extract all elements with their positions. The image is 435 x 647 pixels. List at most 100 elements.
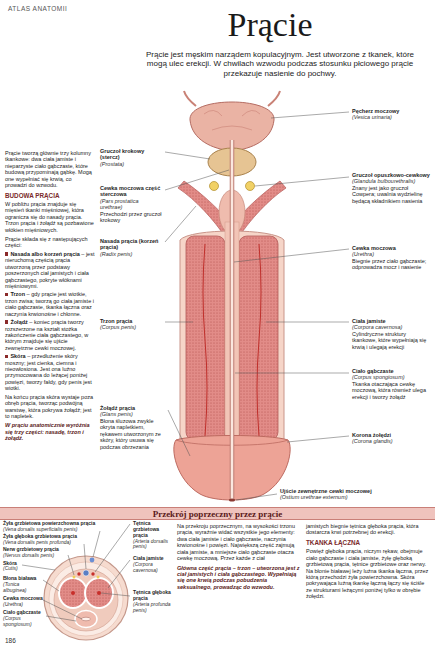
running-head-group: ATLAS ANATOMII bbox=[8, 5, 158, 13]
loose-connective-tissue bbox=[49, 562, 123, 636]
urethra-section bbox=[82, 617, 91, 621]
part-description: Cylindryczne struktury tkankowe, które w… bbox=[352, 331, 432, 350]
bullet-item: Nasada albo korzeń prącia– jest nierucho… bbox=[5, 251, 95, 290]
body-paragraph: Prącie tworzą głównie trzy kolumny tkank… bbox=[5, 150, 95, 189]
latin-name: (Prostata) bbox=[100, 161, 162, 167]
section-band: Przekrój poprzeczny przez prącie bbox=[0, 507, 435, 520]
latin-name: (Cutis) bbox=[3, 566, 45, 572]
bladder-folds bbox=[204, 110, 260, 130]
deep-artery-section bbox=[97, 591, 101, 595]
bullet-term: Nasada albo korzeń prącia bbox=[10, 251, 79, 257]
latin-name: (Arteria dorsalis penis) bbox=[133, 539, 175, 551]
body-paragraph: Na końcu prącia skóra wystaje poza obręb… bbox=[5, 394, 95, 420]
leader-lines bbox=[165, 112, 349, 500]
latin-name: (Corona glandis) bbox=[352, 438, 432, 444]
part-description: Znany jest jako gruczoł Cowpera; uwalnia… bbox=[352, 185, 432, 204]
latin-name: (Arteria profunda penis) bbox=[133, 602, 175, 614]
callout: Tętnica głęboka prącia(Arteria profunda … bbox=[133, 590, 175, 613]
dorsal-nerve bbox=[73, 576, 76, 579]
body-paragraph: Powięź głęboka prącia, niczym rękaw, obe… bbox=[306, 548, 430, 599]
summary-note: Główna część prącia – trzon – utworzona … bbox=[177, 565, 300, 591]
latin-name: (Tunica albuginea) bbox=[3, 582, 43, 594]
callout: Skóra(Cutis) bbox=[3, 561, 45, 573]
corpus-cavernosum-section bbox=[59, 578, 87, 608]
latin-name: (Glans penis) bbox=[100, 411, 165, 417]
superficial-dorsal-vein bbox=[90, 558, 95, 563]
callout: Tętnica grzbietowa prącia(Arteria dorsal… bbox=[133, 521, 175, 550]
part-name: Ciało gąbczaste bbox=[352, 368, 432, 374]
latin-name: (Vena dorsalis superficialis penis) bbox=[3, 527, 123, 533]
part-description: Tkanka otaczająca cewkę moczową, która r… bbox=[352, 381, 432, 400]
deep-artery bbox=[257, 244, 261, 436]
corpus-cavernosum bbox=[186, 236, 225, 440]
dorsal-artery bbox=[77, 572, 80, 575]
part-name: Ciała jamiste bbox=[352, 318, 432, 324]
section-heading: TKANKA ŁĄCZNA bbox=[306, 539, 430, 546]
text-column: jamistych biegnie tętnica głęboka prącia… bbox=[306, 523, 430, 602]
corpus-cavernosum-section bbox=[85, 578, 113, 608]
corpus-cavernosum bbox=[239, 236, 278, 440]
part-description: Przechodzi przez gruczoł krokowy bbox=[100, 211, 162, 224]
callout: Żołądź prącia(Glans penis)Błona śluzowa … bbox=[100, 405, 165, 450]
bullet-term: Trzon bbox=[10, 291, 25, 297]
bullet-item: Trzon– gdy prącie jest wiotkie, trzon zw… bbox=[5, 291, 95, 317]
section-heading: BUDOWA PRĄCIA bbox=[5, 192, 95, 199]
part-name: Gruczoł krokowy (stercz) bbox=[100, 148, 162, 161]
intro-text: Prącie jest męskim narządem kopulacyjnym… bbox=[135, 50, 425, 78]
band-title: Przekrój poprzeczny przez prącie bbox=[153, 509, 283, 519]
part-name: Cewka moczowa bbox=[352, 245, 432, 251]
latin-name: (Nervus dorsalis penis) bbox=[3, 553, 69, 559]
callout: Cewka moczowa(Urethra) bbox=[3, 596, 43, 608]
part-name: Tętnica grzbietowa prącia bbox=[133, 521, 175, 539]
page-title: Prącie bbox=[170, 6, 370, 44]
summary-note: W prąciu anatomicznie wyróżnia się trzy … bbox=[5, 422, 95, 441]
callout: Nasada prącia (korzeń prącia)(Radix peni… bbox=[100, 238, 162, 257]
callout: Korona żołędzi(Corona glandis) bbox=[352, 432, 432, 445]
latin-name: (Corpora cavernosa) bbox=[352, 324, 432, 330]
urethra-wall bbox=[230, 140, 235, 499]
part-name: Cewka moczowa część sterczowa bbox=[100, 185, 162, 198]
bullet-item: Żołądź– koniec prącia tworzy rozszerzone… bbox=[5, 319, 95, 351]
latin-name: (Vena dorsalis penis profunda) bbox=[3, 540, 123, 546]
latin-name: (Urethra) bbox=[3, 602, 43, 608]
corpus-spongiosum-section bbox=[75, 611, 97, 628]
bullet-term: Żołądź bbox=[10, 319, 27, 325]
deep-artery bbox=[203, 244, 207, 436]
deep-dorsal-vein bbox=[83, 570, 89, 576]
deep-artery-section bbox=[71, 591, 75, 595]
callout: Nerw grzbietowy prącia(Nervus dorsalis p… bbox=[3, 547, 69, 559]
intro-group: Prącie jest męskim narządem kopulacyjnym… bbox=[135, 50, 425, 78]
callout: Gruczoł krokowy (stercz)(Prostata) bbox=[100, 148, 162, 167]
running-head: ATLAS ANATOMII bbox=[8, 5, 158, 13]
callout: Gruczoł opuszkowo-cewkowy(Glandula bulbo… bbox=[352, 172, 432, 204]
text-column: Prącie tworzą głównie trzy kolumny tkank… bbox=[5, 150, 95, 442]
bulbourethral-gland bbox=[246, 182, 255, 191]
latin-name: (Corpora cavernosa) bbox=[133, 562, 175, 574]
bullet-square bbox=[5, 355, 8, 358]
page-number-group: 186 bbox=[5, 637, 35, 645]
bulbourethral-gland bbox=[210, 182, 219, 191]
latin-name: (Vesica urinaria) bbox=[352, 114, 432, 120]
latin-name: (Corpus spongiosum) bbox=[352, 374, 432, 380]
body-paragraph: jamistych biegnie tętnica głęboka prącia… bbox=[306, 523, 430, 536]
dorsal-artery bbox=[91, 572, 94, 575]
callout: Błona biaława(Tunica albuginea) bbox=[3, 576, 43, 594]
part-name: Ujście zewnętrzne cewki moczowej bbox=[280, 488, 430, 494]
part-name: Nasada prącia (korzeń prącia) bbox=[100, 238, 162, 251]
callout: Żyła grzbietowa powierzchowna prącia(Ven… bbox=[3, 521, 123, 533]
page-number: 186 bbox=[5, 637, 35, 645]
callout: Ujście zewnętrzne cewki moczowej(Ostium … bbox=[280, 488, 430, 501]
urethral-opening bbox=[229, 499, 235, 502]
body-paragraph: W pobliżu prącia znajduje się mięsień tk… bbox=[5, 201, 95, 233]
urethra-lumen bbox=[231, 140, 234, 499]
part-name: Korona żołędzi bbox=[352, 432, 432, 438]
callout: Trzon prącia(Corpus penis) bbox=[100, 318, 162, 331]
part-description: Błona śluzowa zwykle okryta napletkiem, … bbox=[100, 418, 165, 450]
latin-name: (Ostium urethrae externum) bbox=[280, 494, 430, 500]
deep-fascia bbox=[54, 569, 118, 631]
part-name: Trzon prącia bbox=[100, 318, 162, 324]
bullet-square bbox=[5, 320, 8, 323]
latin-name: (Corpus spongiosum) bbox=[3, 616, 46, 628]
latin-name: (Urethra) bbox=[352, 251, 432, 257]
